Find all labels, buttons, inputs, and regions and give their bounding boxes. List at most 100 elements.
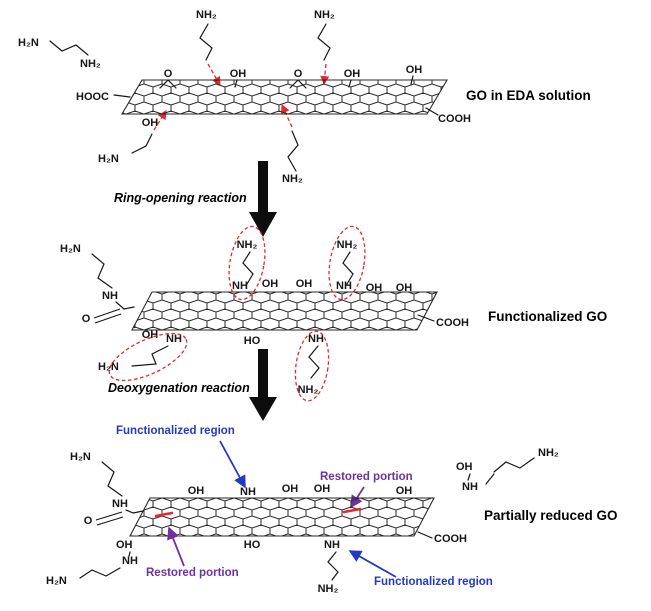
hydroxyl-label: OH [296, 278, 313, 290]
grafted-chain [308, 345, 320, 379]
amine-label: H₂N [18, 37, 39, 49]
highlight-ellipse [108, 332, 188, 382]
restored-bond-highlight [154, 511, 174, 518]
grafted-chain [242, 251, 254, 285]
amine-label: H₂N [98, 361, 119, 373]
hydroxyl-label: OH [142, 329, 159, 341]
pointer-arrow-blue [219, 440, 246, 489]
epoxide-bridge [159, 79, 177, 89]
highlight-ellipse [228, 225, 266, 301]
bond [348, 79, 352, 88]
hydroxyl-label: OH [116, 539, 133, 551]
stage-label-partially-reduced: Partially reduced GO [484, 508, 618, 523]
amine-label: NH₂ [196, 9, 217, 21]
bond [132, 510, 144, 514]
hydroxyl-label: OH [188, 485, 205, 497]
graphene-sheet-bottom [129, 497, 435, 537]
amine-link-label: NH [462, 481, 478, 493]
grafted-chain [342, 251, 354, 285]
eda-chain [317, 23, 331, 61]
carbonyl-oxygen-label: O [82, 313, 91, 325]
hydroxyl-label: OH [406, 64, 423, 76]
bond [113, 94, 131, 98]
bond [467, 473, 471, 481]
amine-label: H₂N [60, 243, 81, 255]
epoxide-label: O [164, 68, 173, 80]
amide-label: NH [102, 290, 118, 302]
amine-label: H₂N [70, 451, 91, 463]
hydroxyl-label: HO [244, 335, 261, 347]
hydroxyl-label: OH [456, 461, 473, 473]
hydroxyl-label: OH [344, 68, 361, 80]
carbonyl-double-bond [93, 308, 122, 324]
eda-chain [199, 23, 213, 61]
bond [410, 75, 414, 85]
attack-arrow [153, 110, 167, 131]
amine-label: H₂N [46, 575, 67, 587]
amine-link-label: NH [308, 333, 324, 345]
annotation-functionalized-region: Functionalized region [116, 425, 235, 437]
stage-label-go-eda: GO in EDA solution [466, 88, 591, 103]
epoxide-label: O [294, 68, 303, 80]
reaction-label-deoxygenation: Deoxygenation reaction [108, 381, 250, 395]
amide-label: NH [112, 498, 128, 510]
amine-label: NH₂ [298, 384, 319, 396]
bond [128, 551, 131, 557]
annotation-restored-portion: Restored portion [146, 567, 239, 579]
amine-link-label: NH [122, 555, 138, 567]
amine-link-label: NH [232, 280, 248, 292]
hydroxyl-label: OH [230, 68, 247, 80]
bond [123, 306, 135, 310]
stage-functionalized-go: H₂N NH O NH OH OH NH OH OH NH₂ NH₂ OH NH… [60, 225, 607, 402]
hydroxyl-label: OH [142, 117, 159, 129]
amine-link-label: NH [166, 333, 182, 345]
grafted-chain [327, 551, 339, 581]
pointer-arrow-blue [348, 550, 397, 578]
eda-chain [287, 130, 299, 172]
amine-label: NH₂ [314, 9, 335, 21]
stage-go-in-eda: H₂N NH₂ NH₂ NH₂ H₂N NH₂ HOOC O OH O OH O… [18, 9, 591, 185]
stage-label-functionalized: Functionalized GO [488, 309, 607, 324]
amine-label: NH₂ [538, 447, 559, 459]
deoxygenation-step: Deoxygenation reaction [108, 349, 277, 421]
reaction-arrow-down [249, 349, 277, 421]
bond [115, 301, 125, 310]
hydroxyl-label: OH [262, 278, 279, 290]
bond [417, 531, 433, 539]
bond [425, 107, 439, 116]
bond [125, 509, 134, 514]
hydroxyl-label: OH [366, 282, 383, 294]
reaction-label-ring-opening: Ring-opening reaction [114, 191, 247, 205]
amine-label: H₂N [98, 153, 119, 165]
restored-bond-highlight [342, 507, 362, 514]
hydroxyl-label: OH [396, 485, 413, 497]
hydroxyl-label: OH [314, 483, 331, 495]
bond [234, 79, 238, 88]
carboxyl-label: COOH [438, 113, 471, 125]
grafted-chain [131, 345, 169, 367]
amine-label: NH₂ [318, 583, 339, 595]
annotation-restored-portion: Restored portion [320, 471, 413, 483]
amine-label: NH₂ [337, 239, 358, 251]
highlight-ellipse [328, 225, 366, 301]
highlight-ellipse [294, 330, 330, 402]
eda-chain [49, 40, 89, 56]
eda-chain [91, 253, 113, 289]
graphene-sheet-top [121, 79, 448, 115]
bond [417, 314, 435, 322]
carbonyl-double-bond [95, 511, 124, 526]
carboxyl-label: HOOC [76, 91, 109, 103]
amine-label: NH₂ [282, 173, 303, 185]
hydroxyl-label: OH [396, 282, 413, 294]
pointer-arrow-purple [167, 526, 185, 567]
annotation-functionalized-region: Functionalized region [374, 576, 493, 588]
eda-chain [101, 461, 123, 497]
ring-opening-step: Ring-opening reaction [114, 161, 277, 237]
amine-link-label: NH [324, 539, 340, 551]
epoxide-bridge [289, 79, 307, 89]
bond [485, 473, 495, 485]
amine-link-label: NH [336, 280, 352, 292]
eda-chain [493, 457, 535, 473]
